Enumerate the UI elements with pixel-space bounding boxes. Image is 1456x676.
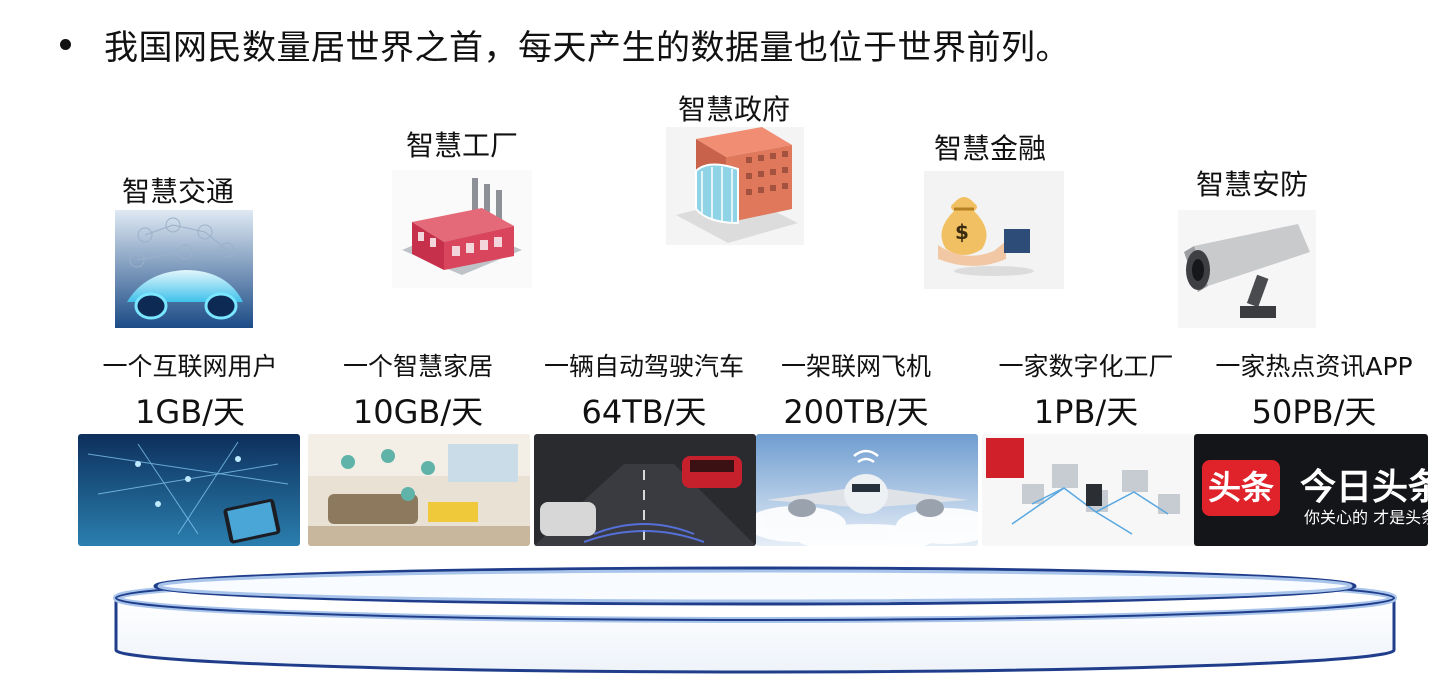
usage-smart-home: 一个智慧家居 10GB/天 bbox=[308, 347, 528, 433]
government-building-icon bbox=[666, 127, 804, 245]
digital-factory-photo bbox=[982, 434, 1204, 546]
usage-title: 一家热点资讯APP bbox=[1215, 352, 1413, 381]
smart-home-photo bbox=[308, 434, 530, 546]
usage-title: 一家数字化工厂 bbox=[998, 352, 1174, 381]
usage-value: 200TB/天 bbox=[783, 393, 929, 431]
usage-news-app: 一家热点资讯APP 50PB/天 bbox=[1204, 347, 1424, 433]
usage-value: 64TB/天 bbox=[581, 393, 707, 431]
smart-label-transport: 智慧交通 bbox=[122, 175, 235, 208]
bullet-dot bbox=[60, 39, 71, 50]
usage-value: 10GB/天 bbox=[352, 393, 484, 431]
usage-title: 一个智慧家居 bbox=[342, 352, 493, 381]
security-camera-icon bbox=[1178, 210, 1316, 328]
usage-title: 一辆自动驾驶汽车 bbox=[543, 352, 744, 381]
money-bag-hand-icon: $ bbox=[924, 171, 1064, 289]
toutiao-brand-name: 今日头条 bbox=[1300, 467, 1428, 508]
usage-title: 一个互联网用户 bbox=[102, 352, 278, 381]
usage-value: 1GB/天 bbox=[135, 393, 245, 431]
usage-value: 50PB/天 bbox=[1251, 393, 1377, 431]
page-headline: 我国网民数量居世界之首，每天产生的数据量也位于世界前列。 bbox=[104, 28, 1070, 68]
usage-connected-plane: 一架联网飞机 200TB/天 bbox=[746, 347, 966, 433]
usage-value: 1PB/天 bbox=[1033, 393, 1139, 431]
internet-city-photo bbox=[78, 434, 300, 546]
toutiao-slogan: 你关心的 才是头条 bbox=[1304, 508, 1428, 527]
smart-car-icon bbox=[115, 210, 253, 328]
connected-plane-photo bbox=[756, 434, 978, 546]
svg-text:$: $ bbox=[955, 220, 969, 244]
smart-label-government: 智慧政府 bbox=[678, 93, 791, 126]
usage-internet-user: 一个互联网用户 1GB/天 bbox=[80, 347, 300, 433]
toutiao-badge: 头条 bbox=[1202, 460, 1280, 516]
factory-icon bbox=[392, 170, 532, 288]
usage-title: 一架联网飞机 bbox=[780, 352, 931, 381]
smart-label-factory: 智慧工厂 bbox=[406, 129, 519, 162]
usage-autonomous-car: 一辆自动驾驶汽车 64TB/天 bbox=[534, 347, 754, 433]
autonomous-car-photo bbox=[534, 434, 756, 546]
smart-label-security: 智慧安防 bbox=[1196, 168, 1309, 201]
toutiao-app-photo: 头条 今日头条 你关心的 才是头条 bbox=[1194, 434, 1428, 546]
smart-label-finance: 智慧金融 bbox=[934, 132, 1047, 165]
usage-digital-factory: 一家数字化工厂 1PB/天 bbox=[976, 347, 1196, 433]
platform-stage bbox=[113, 566, 1397, 674]
